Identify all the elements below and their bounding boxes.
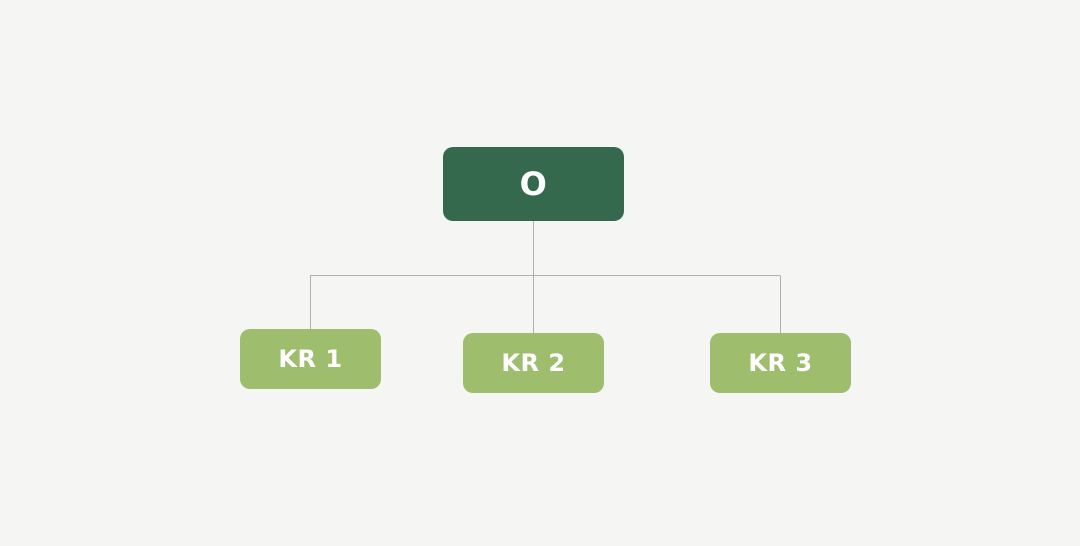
node-key-result-1-label: KR 1 (278, 345, 343, 373)
node-key-result-1[interactable]: KR 1 (240, 329, 381, 389)
node-key-result-2[interactable]: KR 2 (463, 333, 604, 393)
node-objective[interactable]: O (443, 147, 624, 221)
node-objective-label: O (519, 165, 548, 203)
node-key-result-3[interactable]: KR 3 (710, 333, 851, 393)
node-key-result-3-label: KR 3 (748, 349, 813, 377)
node-key-result-2-label: KR 2 (501, 349, 566, 377)
